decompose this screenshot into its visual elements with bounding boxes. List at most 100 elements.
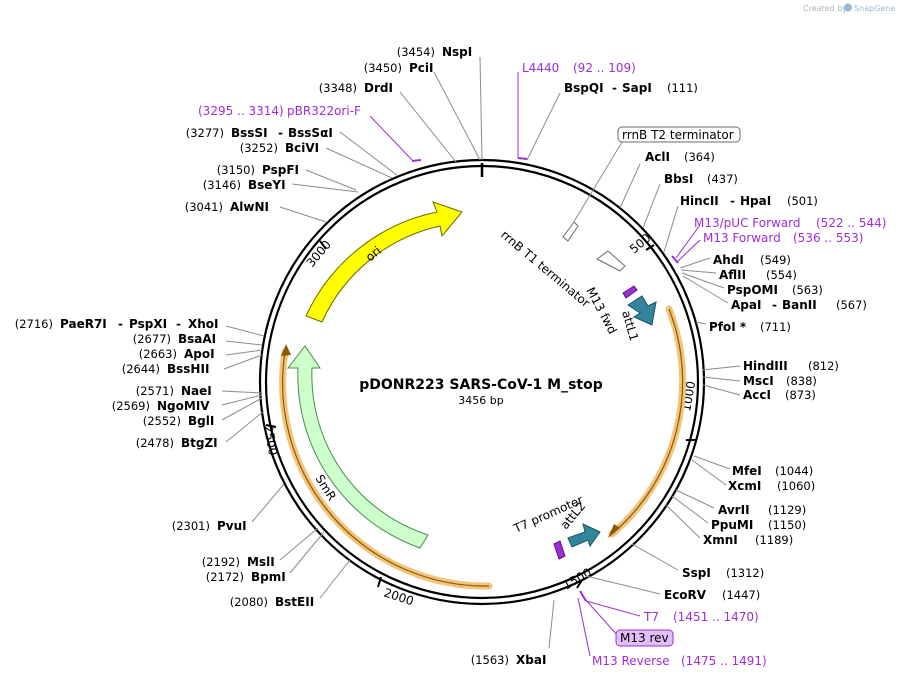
- feature-t7prom[interactable]: T7 promoter: [511, 493, 586, 560]
- bpmi-name: BpmI: [251, 570, 286, 584]
- btgzi-pos: (2478): [136, 436, 174, 450]
- site-bseyi[interactable]: (3146) BseYI: [203, 178, 359, 193]
- site-bbsi[interactable]: BbsI (437): [642, 172, 738, 229]
- snapgene-credit: Created by SnapGene: [803, 3, 895, 13]
- site-pfoi[interactable]: PfoI * (711): [695, 320, 791, 334]
- site-ahdi[interactable]: AhdI (549): [679, 253, 791, 269]
- site-avrii[interactable]: AvrII (1129): [675, 489, 806, 517]
- site-bsaai[interactable]: (2677) BsaAI: [133, 332, 263, 346]
- primer-m13-forward[interactable]: M13 Forward (536 .. 553): [676, 231, 863, 263]
- site-btgzi[interactable]: (2478) BtgZI: [136, 410, 265, 450]
- bpmi-pos: (2172): [206, 570, 244, 584]
- site-bpmi[interactable]: (2172) BpmI: [206, 531, 325, 584]
- primer-m13puc-forward[interactable]: M13/pUC Forward (522 .. 544): [671, 216, 886, 264]
- ngomiv-leader: [221, 394, 263, 406]
- xcmi-leader: [691, 459, 727, 486]
- site-ppumi[interactable]: PpuMI (1150): [671, 495, 806, 532]
- primer-m13-reverse[interactable]: M13 Reverse (1475 .. 1491): [577, 597, 767, 668]
- site-msli[interactable]: (2192) MslI: [202, 527, 319, 569]
- hindiii-leader: [701, 365, 741, 371]
- site-xhoi[interactable]: (2716) PaeR7I - PspXI - XhoI: [15, 317, 265, 337]
- alwni-name: AlwNI: [230, 200, 269, 214]
- bspqi-name: BspQI: [564, 81, 604, 95]
- feature-smr[interactable]: SmR: [286, 345, 429, 549]
- tick-2000: [377, 576, 382, 588]
- site-ngomiv[interactable]: (2569) NgoMIV: [112, 394, 263, 413]
- feature-rrnb-t2[interactable]: rrnB T2 terminator: [562, 126, 741, 242]
- tick-3000: [319, 240, 327, 250]
- insert-arc-left-line: [282, 351, 490, 587]
- site-xcmi[interactable]: XcmI (1060): [691, 459, 815, 493]
- xmni-leader: [665, 504, 701, 539]
- primer-l4440[interactable]: L4440 (92 .. 109): [517, 61, 636, 160]
- site-pvui[interactable]: (2301) PvuI: [172, 483, 285, 533]
- site-alwni[interactable]: (3041) AlwNI: [185, 200, 327, 223]
- avrii-name: AvrII: [718, 503, 750, 517]
- bgli-name: BglI: [188, 414, 214, 428]
- attl1-arrow: [627, 295, 657, 326]
- site-aflii[interactable]: AflII (554): [680, 268, 797, 282]
- apai-pos: (567): [836, 298, 867, 312]
- site-apai[interactable]: ApaI - BanII (567): [682, 275, 867, 312]
- primer-pbr322ori-f[interactable]: (3295 .. 3314) pBR322ori-F: [198, 104, 422, 162]
- sapi-name: SapI: [622, 81, 652, 95]
- bsssi-name: BssSI: [231, 126, 268, 140]
- site-xbai[interactable]: (1563) XbaI: [471, 599, 555, 667]
- attl2-arrow: [567, 523, 601, 548]
- credit-prefix: Created by: [803, 4, 847, 13]
- site-bgli[interactable]: (2552) BglI: [143, 397, 263, 428]
- bgli-leader: [221, 397, 263, 421]
- m13-forward-leader: [676, 239, 701, 263]
- site-bsssi[interactable]: (3277) BssSI - BssSαI: [186, 126, 399, 177]
- ppumi-leader: [671, 495, 709, 524]
- site-bcivi[interactable]: (3252) BciVI: [240, 141, 393, 179]
- naei-pos: (2571): [136, 384, 174, 398]
- site-msci[interactable]: MscI (838): [702, 374, 817, 388]
- site-naei[interactable]: (2571) NaeI: [136, 384, 263, 398]
- site-hindiii[interactable]: HindIII (812): [701, 359, 839, 373]
- bsssi-sep: -: [278, 126, 283, 140]
- ngomiv-name: NgoMIV: [157, 399, 210, 413]
- rrnb-t1-arrow: [596, 250, 626, 272]
- feature-attl1[interactable]: attL1: [619, 295, 657, 343]
- hpai-name: HpaI: [740, 194, 771, 208]
- bseyi-leader: [291, 183, 359, 193]
- feature-rrnb-t1[interactable]: rrnB T1 terminator: [498, 228, 626, 311]
- site-pcii[interactable]: (3450) PciI: [364, 61, 481, 161]
- aflii-leader: [680, 269, 717, 274]
- pvui-pos: (2301): [172, 519, 210, 533]
- xbai-pos: (1563): [471, 653, 509, 667]
- hindiii-name: HindIII: [743, 359, 788, 373]
- site-nspi[interactable]: (3454) NspI: [397, 45, 483, 161]
- rrnb-t2-leader: [571, 141, 623, 226]
- pbr322ori-f-leader: [369, 115, 413, 161]
- t7-leader: [585, 600, 641, 617]
- pbr322ori-f-mark: [411, 159, 422, 162]
- msli-pos: (2192): [202, 555, 240, 569]
- site-pspfi[interactable]: (3150) PspFI: [217, 163, 357, 191]
- site-mfei[interactable]: MfeI (1044): [693, 455, 813, 478]
- site-acci[interactable]: AccI (873): [702, 384, 816, 402]
- xmni-name: XmnI: [703, 533, 738, 547]
- site-xmni[interactable]: XmnI (1189): [665, 504, 793, 547]
- site-hincii[interactable]: HincII - HpaI (501): [663, 194, 818, 253]
- bsshii-pos: (2644): [122, 362, 160, 376]
- t7prom-arrow: [553, 540, 566, 560]
- tick-1500: [576, 579, 583, 589]
- t7-name: T7: [643, 610, 659, 624]
- xmni-pos: (1189): [755, 533, 793, 547]
- site-bsteii[interactable]: (2080) BstEII: [230, 559, 351, 609]
- site-apoi[interactable]: (2663) ApoI: [139, 347, 263, 361]
- site-bsshii[interactable]: (2644) BssHII: [122, 354, 263, 376]
- avrii-leader: [675, 489, 715, 509]
- primer-m13-rev[interactable]: M13 rev: [583, 597, 674, 647]
- pspfi-name: PspFI: [262, 163, 299, 177]
- site-ecorv[interactable]: EcoRV (1447): [585, 575, 760, 602]
- bsaai-pos: (2677): [133, 332, 171, 346]
- site-acli[interactable]: AclI (364): [619, 150, 715, 209]
- site-pspomi[interactable]: PspOMI (563): [681, 272, 823, 297]
- primer-t7[interactable]: T7 (1451 .. 1470): [579, 590, 759, 624]
- site-bspqi[interactable]: BspQI - SapI (111): [526, 81, 698, 161]
- site-drdi[interactable]: (3348) DrdI: [319, 81, 457, 163]
- site-sspi[interactable]: SspI (1312): [631, 543, 764, 580]
